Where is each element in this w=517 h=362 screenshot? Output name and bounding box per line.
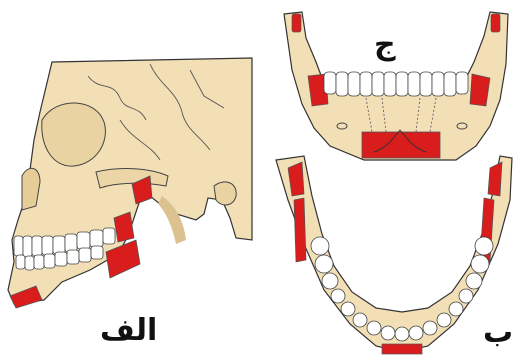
label-panel-c: ج [374, 30, 396, 60]
mandible-anterior-view [284, 12, 508, 160]
chin-front-attachment [362, 132, 440, 158]
label-panel-b: ب [483, 318, 513, 348]
ear-region [214, 182, 236, 205]
coronoid-right-top [488, 162, 502, 196]
genial-attachment [382, 344, 422, 354]
label-panel-a: الف [100, 316, 157, 346]
condyle-right [491, 14, 500, 32]
skull-lateral-view [8, 58, 252, 308]
mandible-occlusal-view [276, 156, 512, 354]
attachment-right-side [470, 74, 490, 106]
ramus-attachment [114, 212, 134, 242]
front-lower-teeth [324, 72, 468, 96]
ramus-left-top [294, 198, 306, 262]
mandible-top-outline [276, 156, 512, 352]
condyle-left [292, 14, 301, 32]
